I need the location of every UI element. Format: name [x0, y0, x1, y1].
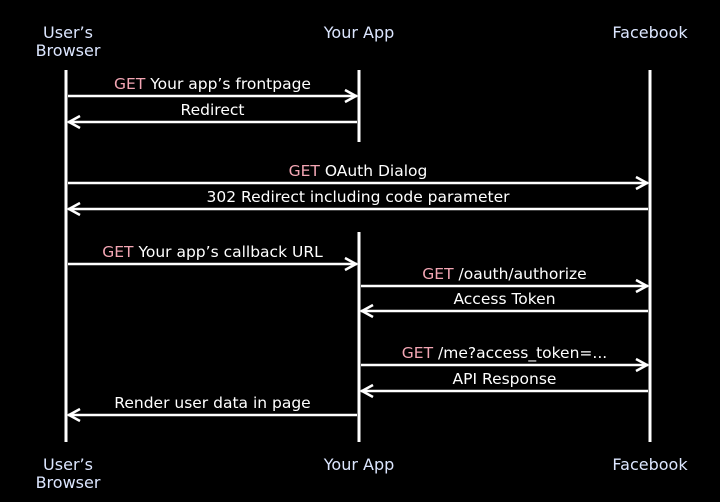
message-text: Access Token: [453, 290, 555, 308]
message-1: GET Your app’s frontpage: [68, 75, 359, 104]
message-label: Access Token: [453, 290, 555, 308]
message-verb: GET: [102, 243, 134, 261]
message-9: API Response: [359, 370, 648, 399]
arrowhead-icon: [635, 175, 650, 191]
arrowhead-icon: [66, 407, 81, 423]
arrowhead-icon: [359, 303, 374, 319]
participant-label-facebook-bottom: Facebook: [612, 455, 688, 474]
message-label: GET /me?access_token=...: [402, 344, 607, 363]
message-label: GET Your app’s callback URL: [102, 243, 323, 261]
participant-label-app-bottom: Your App: [323, 455, 395, 474]
participant-label-app-top: Your App: [323, 23, 395, 42]
arrowhead-icon: [66, 201, 81, 217]
message-text: OAuth Dialog: [320, 162, 427, 180]
arrowhead-icon: [344, 88, 359, 104]
participant-label-browser-top: User’s: [43, 23, 93, 42]
message-8: GET /me?access_token=...: [361, 344, 650, 373]
message-label: API Response: [453, 370, 557, 388]
message-text: API Response: [453, 370, 557, 388]
arrowhead-icon: [66, 114, 81, 130]
message-text: Your app’s frontpage: [145, 75, 311, 93]
arrowhead-icon: [344, 256, 359, 272]
message-7: Access Token: [359, 290, 648, 319]
message-label: GET OAuth Dialog: [289, 162, 428, 180]
participant-label-facebook-top: Facebook: [612, 23, 688, 42]
message-6: GET /oauth/authorize: [361, 265, 650, 294]
participant-label-browser-bottom-line2: Browser: [36, 473, 101, 492]
message-text: /oauth/authorize: [454, 265, 587, 283]
message-label: Redirect: [181, 101, 245, 119]
message-5: GET Your app’s callback URL: [68, 243, 359, 272]
message-2: Redirect: [66, 101, 357, 130]
message-4: 302 Redirect including code parameter: [66, 188, 648, 217]
message-text: Your app’s callback URL: [134, 243, 324, 261]
message-3: GET OAuth Dialog: [68, 162, 650, 191]
message-text: 302 Redirect including code parameter: [206, 188, 510, 206]
participant-label-browser-top-line2: Browser: [36, 41, 101, 60]
message-label: 302 Redirect including code parameter: [206, 188, 510, 206]
message-label: GET /oauth/authorize: [422, 265, 586, 283]
message-verb: GET: [402, 344, 434, 362]
message-10: Render user data in page: [66, 394, 357, 423]
arrowhead-icon: [359, 383, 374, 399]
message-text: /me?access_token=...: [433, 344, 607, 363]
message-text: Redirect: [181, 101, 245, 119]
message-verb: GET: [114, 75, 146, 93]
arrowhead-icon: [635, 357, 650, 373]
message-verb: GET: [422, 265, 454, 283]
message-label: GET Your app’s frontpage: [114, 75, 311, 93]
message-text: Render user data in page: [114, 394, 310, 412]
arrowhead-icon: [635, 278, 650, 294]
message-label: Render user data in page: [114, 394, 310, 412]
message-verb: GET: [289, 162, 321, 180]
participant-label-browser-bottom: User’s: [43, 455, 93, 474]
